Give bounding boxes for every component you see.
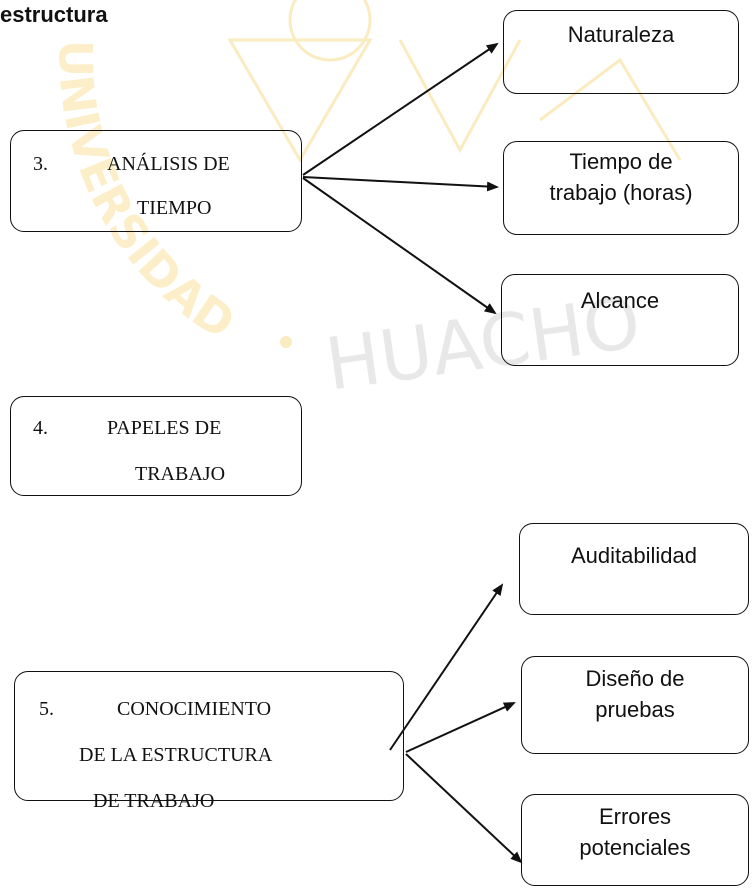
leaf-alcance: Alcance [501, 274, 739, 366]
node-label-line2: TRABAJO [135, 463, 226, 485]
node-papeles-trabajo: 4. PAPELES DE TRABAJO [10, 396, 302, 496]
node-label-line2: TIEMPO [137, 197, 212, 219]
leaf-label-line1: Diseño de [585, 666, 685, 691]
leaf-label-line1: Errores [598, 804, 672, 829]
node-number: 3. [33, 153, 48, 175]
leaf-label-line1: Naturaleza [567, 22, 675, 47]
arrow-to-auditabilidad [389, 583, 504, 751]
arrow-to-alcance [302, 177, 497, 315]
node-label-line2: DE LA ESTRUCTURA [79, 744, 273, 766]
leaf-label-line1: Auditabilidad [571, 543, 697, 568]
leaf-errores-potenciales: Errores potenciales [521, 794, 749, 886]
node-label-line1: ANÁLISIS DE [107, 153, 230, 175]
leaf-label-line1: Tiempo de [569, 149, 673, 174]
node-label-line3: DE TRABAJO [93, 790, 215, 812]
leaf-naturaleza: Naturaleza [503, 10, 739, 94]
node-analisis-tiempo: 3. ANÁLISIS DE TIEMPO [10, 130, 302, 232]
leaf-auditabilidad: Auditabilidad [519, 523, 749, 615]
leaf-diseno-pruebas: Diseño de pruebas [521, 656, 749, 754]
node-conocimiento-estructura: 5. CONOCIMIENTO DE LA ESTRUCTURA DE TRAB… [14, 671, 404, 812]
section-title: estructura [0, 2, 108, 27]
node-number: 4. [33, 417, 48, 439]
leaf-label-line2: potenciales [579, 835, 691, 860]
arrow-to-diseno-pruebas [405, 702, 516, 753]
leaf-label-line2: trabajo (horas) [549, 180, 693, 205]
node-label-line1: CONOCIMIENTO [117, 698, 272, 720]
arrow-to-naturaleza [302, 42, 499, 176]
leaf-tiempo-trabajo: Tiempo de trabajo (horas) [503, 141, 739, 235]
node-label-line1: PAPELES DE [107, 417, 222, 439]
node-number: 5. [39, 698, 54, 720]
leaf-label-line2: pruebas [595, 697, 675, 722]
arrow-to-tiempo-trabajo [302, 176, 499, 192]
arrow-to-errores [405, 753, 523, 864]
leaf-label-line1: Alcance [580, 288, 660, 313]
